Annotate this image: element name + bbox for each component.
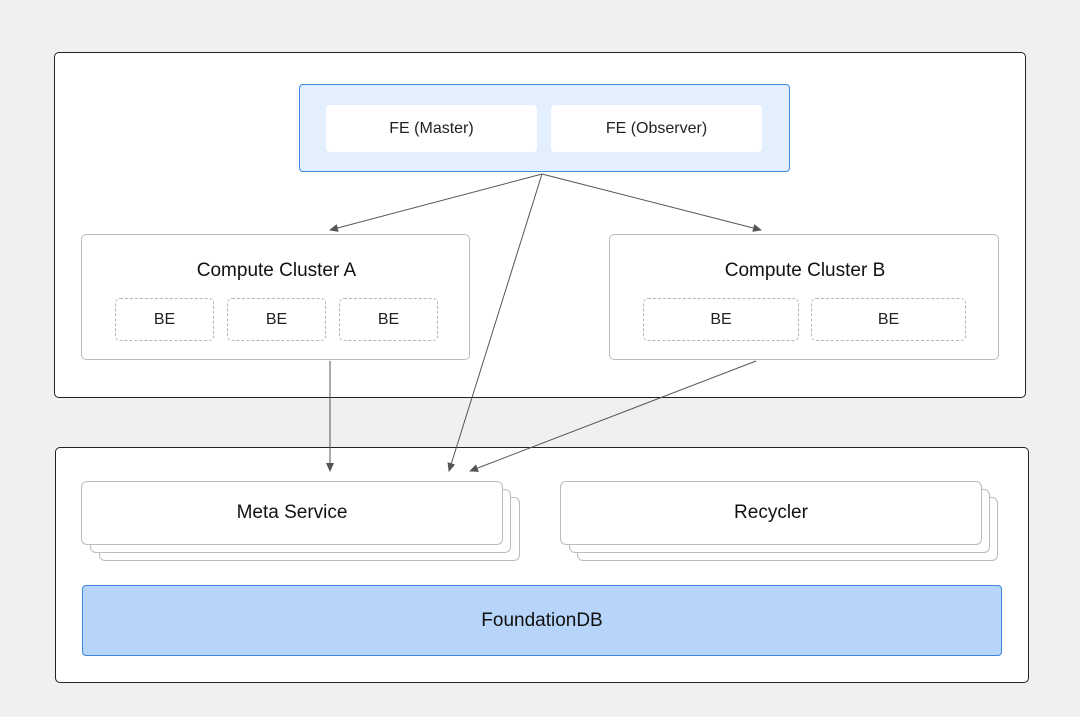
be-node: BE bbox=[115, 298, 214, 341]
be-node: BE bbox=[339, 298, 438, 341]
foundationdb-bar: FoundationDB bbox=[82, 585, 1002, 656]
fe-master-node: FE (Master) bbox=[326, 105, 537, 152]
fe-observer-node: FE (Observer) bbox=[551, 105, 762, 152]
compute-cluster-a-title: Compute Cluster A bbox=[196, 260, 357, 281]
be-node: BE bbox=[643, 298, 799, 341]
fe-group: FE (Master) FE (Observer) bbox=[299, 84, 790, 172]
compute-cluster-b: Compute Cluster B BE BE bbox=[609, 234, 999, 360]
compute-cluster-b-title: Compute Cluster B bbox=[724, 260, 886, 281]
recycler-card: Recycler bbox=[560, 481, 982, 545]
be-node: BE bbox=[227, 298, 326, 341]
compute-cluster-a: Compute Cluster A BE BE BE bbox=[81, 234, 470, 360]
be-node: BE bbox=[811, 298, 966, 341]
meta-service-card: Meta Service bbox=[81, 481, 503, 545]
